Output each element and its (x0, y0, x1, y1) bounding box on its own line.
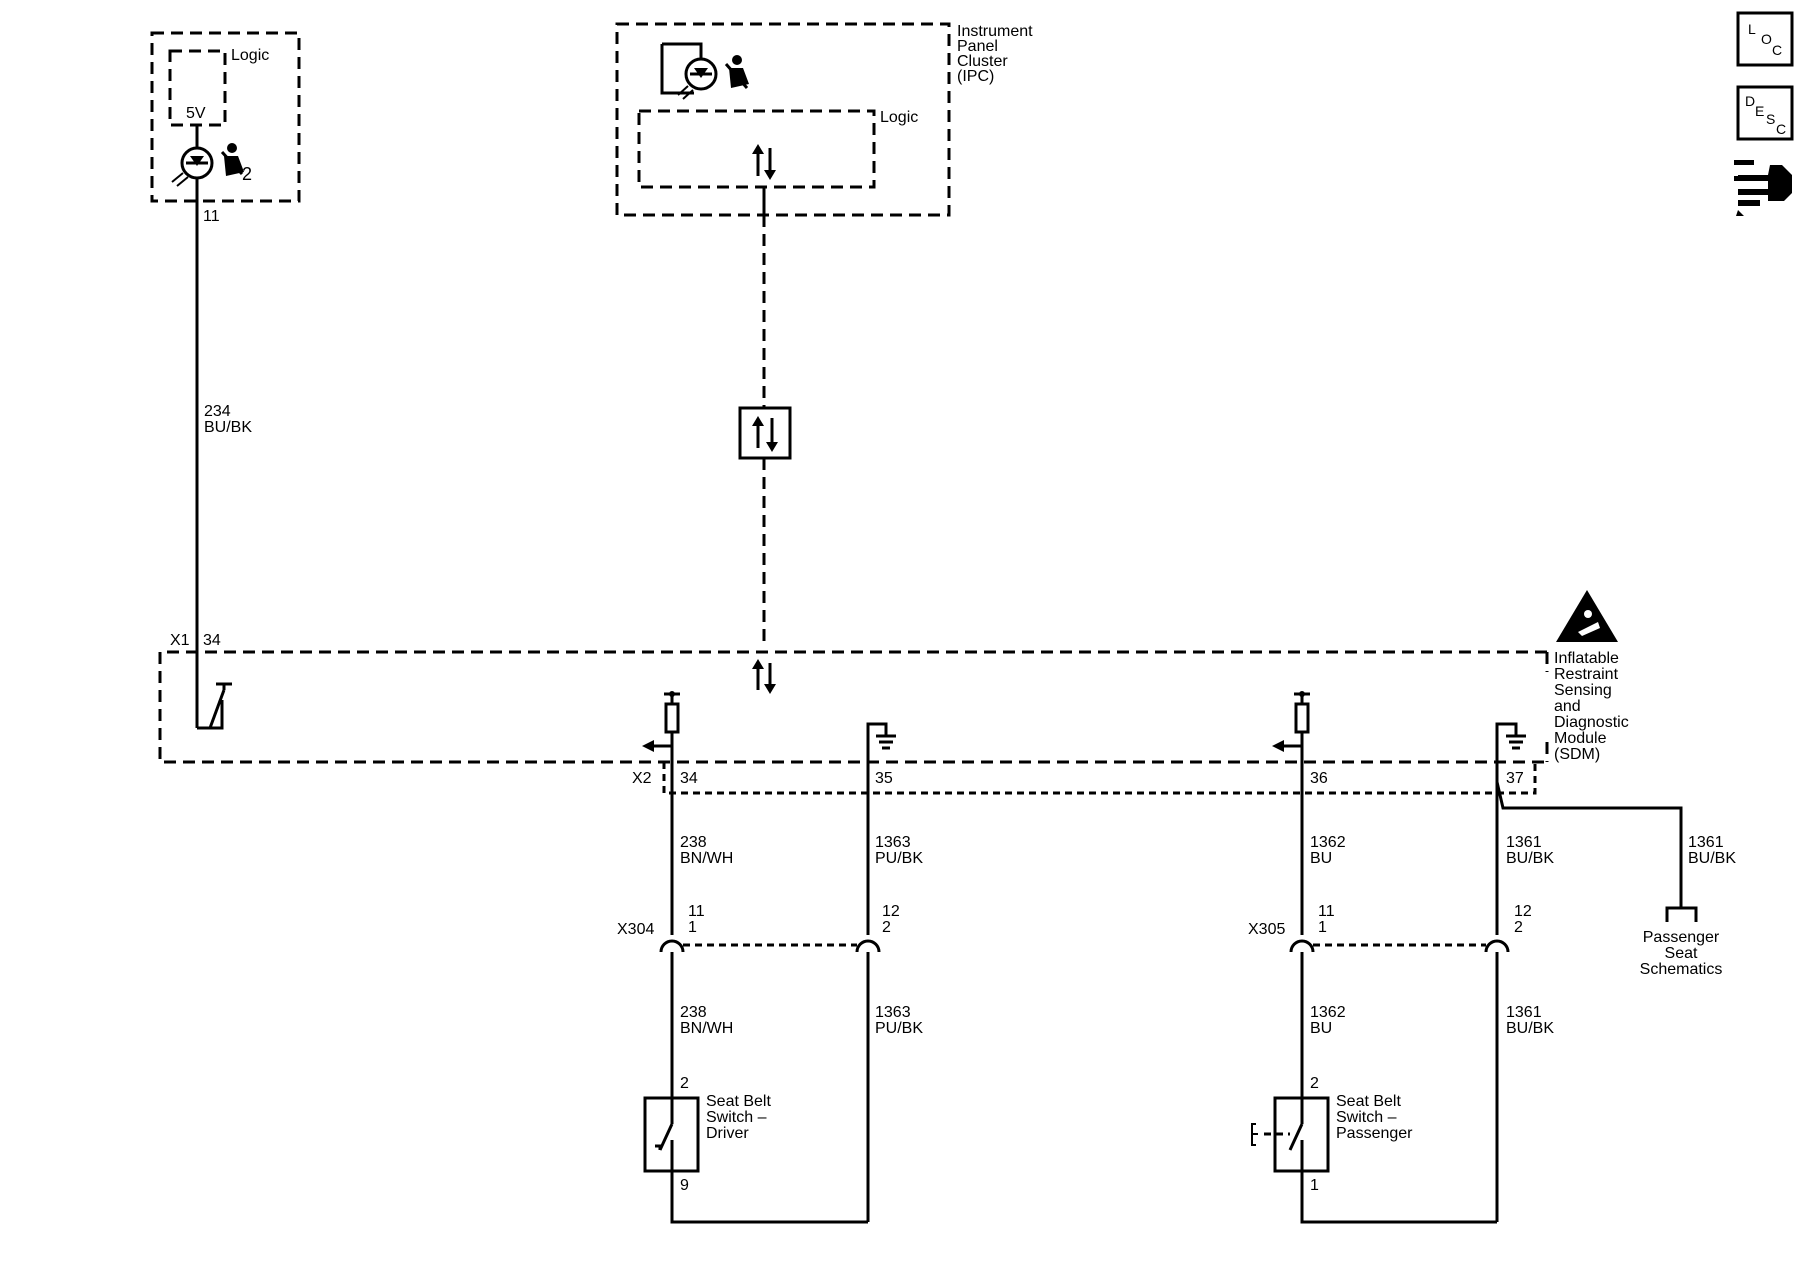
wire-1362b-color: BU (1310, 1020, 1332, 1037)
wire-1361c-color: BU/BK (1688, 850, 1736, 867)
ipc-seatbelt-icon (724, 55, 749, 89)
ground-symbol-driver (866, 722, 896, 762)
wire-1362a-color: BU (1310, 850, 1332, 867)
seatbelt-icon (220, 143, 244, 176)
wire-1363a-circuit: 1363 (875, 834, 911, 851)
wire-1362b-circuit: 1362 (1310, 1004, 1346, 1021)
x304-pin-b-top: 12 (882, 903, 900, 920)
driver-switch-pin-bottom: 9 (680, 1177, 689, 1194)
resistor-symbol-driver (642, 691, 680, 762)
ipc-name-line-4: (IPC) (957, 68, 994, 85)
ipc-name-line-3: Cluster (957, 53, 1008, 70)
sdm-pin-x2-36: 36 (1310, 770, 1328, 787)
wire-1362a-circuit: 1362 (1310, 834, 1346, 851)
connector-x304: X304 11 1 12 2 (617, 903, 900, 953)
connector-x305: X305 11 1 12 2 (1248, 903, 1532, 953)
sdm-name-line-6: Module (1554, 730, 1607, 747)
wire-238b-color: BN/WH (680, 1020, 733, 1037)
wire-1361a-circuit: 1361 (1506, 834, 1542, 851)
sdm-name-line-1: Inflatable (1554, 650, 1619, 667)
passenger-seat-ref-line-2: Seat (1665, 945, 1698, 962)
sdm-name-line-2: Restraint (1554, 666, 1619, 683)
sdm-pin-x1-34: 34 (203, 632, 221, 649)
driver-switch-pin-top: 2 (680, 1075, 689, 1092)
driver-switch-name-2: Switch – (706, 1109, 767, 1126)
passenger-switch-pin-top: 2 (1310, 1075, 1319, 1092)
seat-belt-switch-passenger: 2 1 Seat Belt Switch – Passenger (1251, 1075, 1413, 1194)
indicator-pin: 11 (203, 208, 220, 225)
driver-switch-name-3: Driver (706, 1125, 749, 1142)
desc-letter-e: E (1755, 103, 1764, 119)
x304-pin-a-bot: 1 (688, 919, 697, 936)
sdm-connector-x2: X2 (632, 770, 652, 787)
ipc-serial-data-icon (752, 144, 776, 180)
wire-1361-to-passenger-seat (1495, 781, 1683, 908)
driver-switch-name-1: Seat Belt (706, 1093, 771, 1110)
ipc-module: Logic Instrument Panel Cluster (IPC) (615, 22, 1033, 217)
x305-label: X305 (1248, 921, 1285, 938)
passenger-switch-name-1: Seat Belt (1336, 1093, 1401, 1110)
wire-1361a-color: BU/BK (1506, 850, 1554, 867)
wire-234-color: BU/BK (204, 419, 252, 436)
wire-238a-color: BN/WH (680, 850, 733, 867)
wire-1361c-circuit: 1361 (1688, 834, 1724, 851)
sdm-pin-x2-34: 34 (680, 770, 698, 787)
loc-letter-c: C (1772, 42, 1782, 58)
driver-switch-return (670, 1171, 868, 1224)
passenger-switch-return (1300, 1171, 1497, 1224)
indicator-suffix: 2 (242, 164, 252, 184)
wire-1361b-color: BU/BK (1506, 1020, 1554, 1037)
ipc-name-line-2: Panel (957, 38, 998, 55)
sdm-name-line-5: Diagnostic (1554, 714, 1629, 731)
passenger-switch-name-2: Switch – (1336, 1109, 1397, 1126)
seatbelt-indicator-module: Logic 5V 2 11 (150, 31, 301, 225)
wire-238a-circuit: 238 (680, 834, 707, 851)
sdm-pin-x2-37: 37 (1506, 770, 1524, 787)
x305-pin-b-bot: 2 (1514, 919, 1523, 936)
desc-letter-c: C (1776, 121, 1786, 137)
x304-pin-a-top: 11 (688, 903, 705, 920)
wrench-icon[interactable] (1734, 160, 1792, 216)
desc-letter-s: S (1766, 111, 1775, 127)
passenger-seat-ref-line-1: Passenger (1643, 929, 1720, 946)
wire-234-circuit: 234 (204, 403, 231, 420)
serial-data-box (738, 406, 792, 460)
x304-pin-b-bot: 2 (882, 919, 891, 936)
sdm-name-line-7: (SDM) (1554, 746, 1600, 763)
indicator-logic-label: Logic (231, 47, 269, 64)
sdm-pin-x2-35: 35 (875, 770, 893, 787)
loc-letter-l: L (1748, 21, 1756, 37)
sdm-name-line-3: Sensing (1554, 682, 1612, 699)
x305-pin-a-bot: 1 (1318, 919, 1327, 936)
wire-1363b-circuit: 1363 (875, 1004, 911, 1021)
passenger-seat-schematics-ref[interactable]: Passenger Seat Schematics (1640, 906, 1723, 978)
passenger-switch-pin-bottom: 1 (1310, 1177, 1319, 1194)
loc-letter-o: O (1761, 31, 1772, 47)
x305-pin-b-top: 12 (1514, 903, 1532, 920)
wire-1363b-color: PU/BK (875, 1020, 923, 1037)
desc-button[interactable]: D E S C (1736, 85, 1794, 141)
wire-238b-circuit: 238 (680, 1004, 707, 1021)
ipc-logic-label: Logic (880, 109, 918, 126)
ipc-name-line-1: Instrument (957, 23, 1033, 40)
supply-voltage-label: 5V (186, 105, 206, 122)
seat-belt-switch-driver: 2 9 Seat Belt Switch – Driver (643, 1075, 771, 1194)
airbag-warning-icon (1556, 590, 1618, 642)
sdm-connector-x1: X1 (170, 632, 190, 649)
sdm-name-line-4: and (1554, 698, 1581, 715)
ground-symbol-passenger (1495, 722, 1526, 762)
passenger-switch-name-3: Passenger (1336, 1125, 1413, 1142)
desc-letter-d: D (1745, 93, 1755, 109)
wire-1363a-color: PU/BK (875, 850, 923, 867)
x304-label: X304 (617, 921, 654, 938)
passenger-seat-ref-line-3: Schematics (1640, 961, 1723, 978)
sdm-serial-data-icon (752, 659, 776, 694)
wire-1361b-circuit: 1361 (1506, 1004, 1542, 1021)
resistor-symbol-passenger (1272, 691, 1310, 762)
sdm-module: X1 34 X2 34 35 36 37 Inflatable Restrain… (158, 590, 1629, 795)
x305-pin-a-top: 11 (1318, 903, 1335, 920)
loc-button[interactable]: L O C (1736, 11, 1794, 67)
